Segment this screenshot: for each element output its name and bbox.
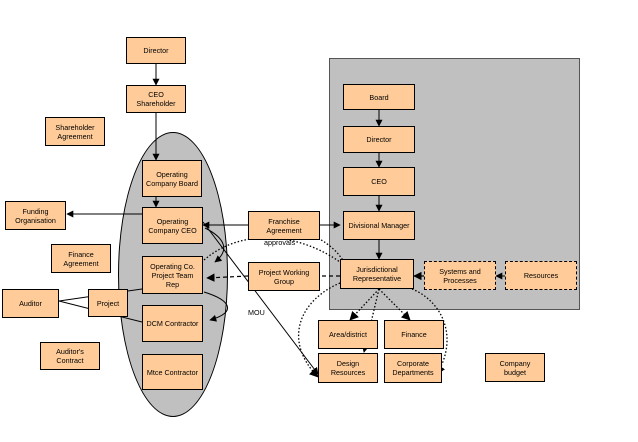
operating-project-team-rep-box[interactable]: Operating Co. Project Team Rep: [142, 256, 203, 294]
shareholder-agreement-box[interactable]: Shareholder Agreement: [45, 117, 105, 146]
divisional-manager-box[interactable]: Divisional Manager: [343, 211, 415, 240]
auditors-contract-box[interactable]: Auditor's Contract: [40, 342, 100, 370]
ceo-shareholder-box[interactable]: CEO Shareholder: [126, 85, 186, 113]
director-2-box[interactable]: Director: [343, 126, 415, 153]
auditor-box[interactable]: Auditor: [2, 289, 59, 318]
franchise-agreement-box[interactable]: Franchise Agreement: [248, 211, 320, 240]
design-resources-box[interactable]: Design Resources: [318, 353, 378, 383]
finance-box[interactable]: Finance: [384, 320, 444, 349]
corporate-departments-box[interactable]: Corporate Departments: [384, 353, 442, 383]
project-working-group-box[interactable]: Project Working Group: [248, 262, 320, 291]
finance-agreement-box[interactable]: Finance Agreement: [51, 244, 111, 273]
dcm-contractor-box[interactable]: DCM Contractor: [142, 305, 203, 342]
jurisdictional-representative-box[interactable]: Jurisdictional Representative: [340, 259, 414, 289]
company-budget-box[interactable]: Company budget: [485, 353, 545, 382]
operating-company-ceo-box[interactable]: Operating Company CEO: [142, 207, 203, 244]
area-district-box[interactable]: Area/district: [318, 320, 378, 349]
approvals-label: approvals: [264, 238, 296, 247]
board-box[interactable]: Board: [343, 84, 415, 110]
operating-company-board-box[interactable]: Operating Company Board: [142, 160, 202, 197]
systems-and-processes-box[interactable]: Systems and Processes: [424, 261, 496, 290]
ceo-box[interactable]: CEO: [343, 167, 415, 196]
project-box[interactable]: Project: [88, 289, 128, 317]
resources-box[interactable]: Resources: [505, 261, 577, 290]
mtce-contractor-box[interactable]: Mtce Contractor: [142, 354, 203, 390]
director-box[interactable]: Director: [126, 37, 186, 64]
funding-organisation-box[interactable]: Funding Organisation: [5, 201, 66, 230]
mou-label: MOU: [248, 308, 265, 317]
